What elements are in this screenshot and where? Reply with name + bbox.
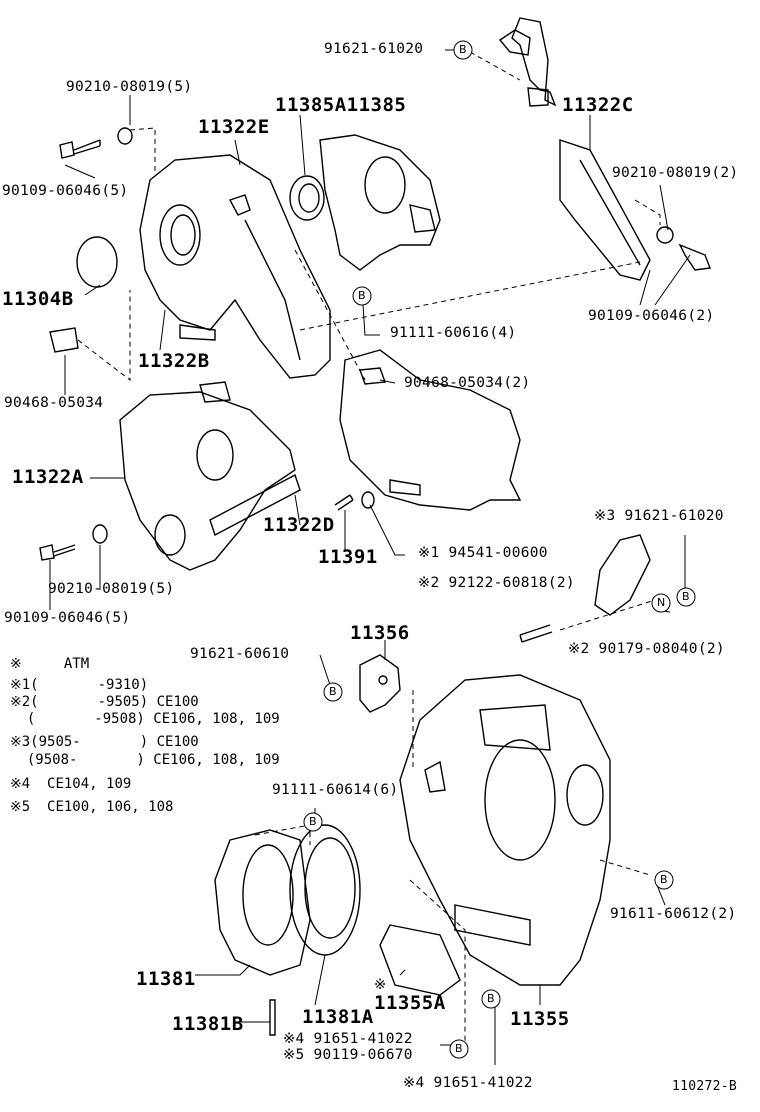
note-line: (9508- ) CE106, 108, 109 [10, 752, 280, 768]
bracket-11322C [559, 139, 711, 281]
part-label[interactable]: 11304B [2, 288, 74, 310]
plate-11385 [319, 134, 441, 271]
note-line: ※2( -9505) CE100 [10, 694, 199, 710]
circle-mark-b: B [309, 815, 317, 828]
part-label[interactable]: ※2 92122-60818(2) [418, 575, 575, 591]
part-label[interactable]: 11355A [374, 992, 446, 1014]
retainer-11381 [214, 829, 311, 976]
part-label[interactable]: 91611-60612(2) [610, 906, 737, 922]
part-label[interactable]: 11381B [172, 1013, 244, 1035]
engine-block-fragment [339, 349, 522, 511]
note-line: ※3(9505- ) CE100 [10, 734, 199, 750]
part-label[interactable]: ※1 94541-00600 [418, 545, 548, 561]
bolt-top-left [59, 127, 133, 159]
part-label[interactable]: ※5 90119-06670 [283, 1047, 413, 1063]
part-label[interactable]: ※4 91651-41022 [283, 1031, 413, 1047]
strip-11322D [209, 473, 301, 537]
part-label[interactable]: 91111-60614(6) [272, 782, 399, 798]
part-label[interactable]: 11391 [318, 546, 378, 568]
circle-mark-b: B [682, 590, 690, 603]
part-label[interactable]: 11385A11385 [275, 94, 407, 116]
part-label[interactable]: ※4 91651-41022 [403, 1075, 533, 1091]
part-label[interactable]: 90468-05034(2) [404, 375, 531, 391]
clip-90468-left [49, 327, 79, 353]
note-line: ※ ATM [10, 656, 90, 672]
part-label[interactable]: 11322D [263, 514, 335, 536]
circle-mark-b: B [660, 873, 668, 886]
part-label[interactable]: 11322C [562, 94, 634, 116]
bracket-11356 [359, 654, 401, 713]
part-label[interactable]: 90210-08019(2) [612, 165, 739, 181]
part-label[interactable]: 11381 [136, 968, 196, 990]
part-label[interactable]: ※2 90179-08040(2) [568, 641, 725, 657]
part-label[interactable]: 90109-06046(5) [4, 610, 131, 626]
part-label[interactable]: 11322E [198, 116, 270, 138]
circle-mark-b: B [455, 1042, 463, 1055]
circle-mark-n: N [657, 596, 666, 609]
cap-11304B [76, 236, 118, 288]
seal-11381A [289, 824, 361, 956]
stud-11381B [269, 999, 276, 1036]
plate-11355 [399, 674, 611, 986]
oil-seal-11385 [289, 175, 325, 221]
bracket-top-right [498, 17, 557, 107]
part-label[interactable]: 11322B [138, 350, 210, 372]
part-label[interactable]: 90210-08019(5) [66, 79, 193, 95]
part-label[interactable]: 90109-06046(2) [588, 308, 715, 324]
pin-11391 [334, 491, 375, 511]
part-label[interactable]: 11322A [12, 466, 84, 488]
circle-mark-b: B [459, 43, 467, 56]
cover-11322E [139, 154, 331, 379]
part-label[interactable]: 11356 [350, 622, 410, 644]
note-line: ( -9508) CE106, 108, 109 [10, 711, 280, 727]
note-line: ※4 CE104, 109 [10, 776, 132, 792]
cover-11322A [119, 381, 296, 571]
part-label[interactable]: 90468-05034 [4, 395, 104, 411]
gasket-11355A [379, 924, 461, 996]
part-label[interactable]: 90210-08019(5) [48, 581, 175, 597]
part-label[interactable]: 91621-61020 [324, 41, 424, 57]
circle-mark-b: B [487, 992, 495, 1005]
annotation-mark: ※ [374, 977, 387, 993]
circle-mark-b: B [358, 289, 366, 302]
part-label[interactable]: 11355 [510, 1008, 570, 1030]
circle-mark-b: B [329, 685, 337, 698]
part-label[interactable]: 91621-60610 [190, 646, 290, 662]
part-label[interactable]: 11381A [302, 1006, 374, 1028]
plate-91621-right [519, 534, 651, 643]
circle-markers [303, 40, 696, 1059]
part-label[interactable]: 91111-60616(4) [390, 325, 517, 341]
part-label[interactable]: ※3 91621-61020 [594, 508, 724, 524]
note-line: ※1( -9310) [10, 677, 149, 693]
bolt-lower-left [39, 524, 108, 561]
figure-id: 110272-B [672, 1079, 738, 1094]
part-label[interactable]: 90109-06046(5) [2, 183, 129, 199]
leader-lines [49, 49, 691, 1065]
note-line: ※5 CE100, 106, 108 [10, 799, 174, 815]
